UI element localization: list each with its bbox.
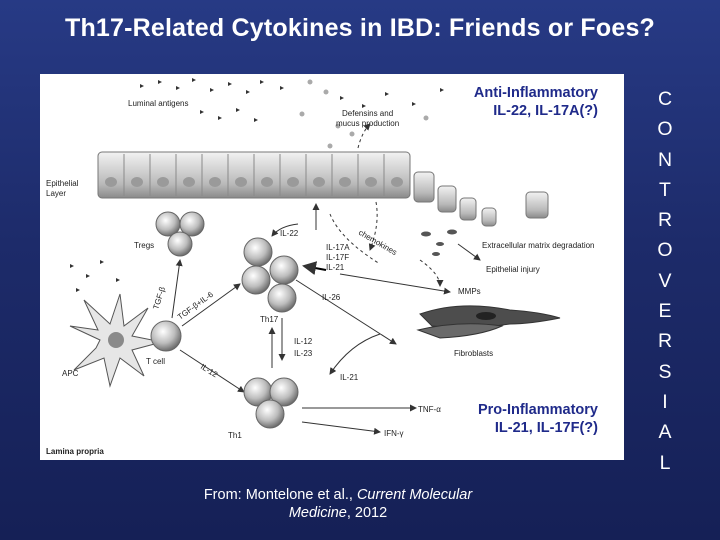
label-ecm-degradation: Extracellular matrix degradation xyxy=(482,241,595,250)
label-il22: IL-22 xyxy=(280,229,299,238)
side-letter: E xyxy=(658,300,672,323)
granules xyxy=(421,229,457,256)
tregs-cells xyxy=(155,211,205,257)
label-defensins: Defensins and xyxy=(342,109,393,118)
slide-title: Th17-Related Cytokines in IBD: Friends o… xyxy=(64,14,656,42)
anti-inflammatory-cytokines: IL-22, IL-17A(?) xyxy=(493,103,598,119)
label-apc: APC xyxy=(62,369,79,378)
label-epithelial-injury: Epithelial injury xyxy=(486,265,540,274)
label-th1: Th1 xyxy=(228,431,242,440)
label-tcell: T cell xyxy=(146,357,165,366)
ecm-arrow xyxy=(457,243,481,261)
luminal-antigen-dots xyxy=(140,78,444,149)
label-tnf: TNF-α xyxy=(418,405,441,414)
label-il21-top: IL-21 xyxy=(326,263,345,272)
controversial-vertical-text: C O N T R O V E R S I A L xyxy=(650,84,680,478)
label-mucus: mucus production xyxy=(336,119,399,128)
label-layer: Layer xyxy=(46,189,66,198)
label-fibroblasts: Fibroblasts xyxy=(454,349,493,358)
label-il21-bottom: IL-21 xyxy=(340,373,359,382)
tcell xyxy=(150,320,182,352)
side-letter: T xyxy=(659,178,671,201)
pro-inflammatory-callout: Pro-Inflammatory IL-21, IL-17F(?) xyxy=(478,401,598,437)
fibroblasts xyxy=(416,305,561,339)
bold-arrow xyxy=(302,261,327,276)
th1-arrows xyxy=(301,404,417,435)
label-tregs: Tregs xyxy=(134,241,154,250)
pro-inflammatory-cytokines: IL-21, IL-17F(?) xyxy=(494,420,598,436)
th1-cells xyxy=(243,377,299,429)
label-chemokines: chemokines xyxy=(357,228,398,257)
label-th17: Th17 xyxy=(260,315,279,324)
label-lamina-propria: Lamina propria xyxy=(46,447,104,456)
side-letter: L xyxy=(659,451,671,474)
label-il17a: IL-17A xyxy=(326,243,350,252)
th17-cells xyxy=(241,237,299,313)
side-letter: R xyxy=(657,330,673,353)
antigen-dots-lamina xyxy=(70,260,120,292)
anti-inflammatory-heading: Anti-Inflammatory xyxy=(473,85,598,101)
anti-inflammatory-callout: Anti-Inflammatory IL-22, IL-17A(?) xyxy=(474,84,598,120)
label-il17f: IL-17F xyxy=(326,253,349,262)
citation-journal: Current Molecular Medicine xyxy=(288,487,473,521)
side-letter: A xyxy=(658,421,672,444)
side-letter: O xyxy=(657,118,673,141)
side-letter: N xyxy=(657,148,673,171)
side-letter: V xyxy=(658,269,672,292)
side-letter: I xyxy=(662,390,668,413)
label-il12: IL-12 xyxy=(294,337,313,346)
side-letter: R xyxy=(657,209,673,232)
label-epithelial: Epithelial xyxy=(46,179,79,188)
citation-prefix: From: Montelone et al., xyxy=(203,487,357,503)
pro-inflammatory-heading: Pro-Inflammatory xyxy=(477,402,598,418)
label-mmps: MMPs xyxy=(458,287,481,296)
side-letter: S xyxy=(658,360,672,383)
th17-pathway-diagram: Luminal antigens Defensins and mucus pro… xyxy=(46,78,595,456)
apc-cell xyxy=(69,293,163,388)
citation: From: Montelone et al., Current Molecula… xyxy=(200,486,476,522)
dashed-arrows xyxy=(329,123,444,287)
label-ifn: IFN-γ xyxy=(384,429,404,438)
tcell-arrows xyxy=(171,259,245,393)
label-il12-diag: IL-12 xyxy=(199,362,220,380)
side-letter: O xyxy=(657,239,673,262)
label-il23: IL-23 xyxy=(294,349,313,358)
epithelial-layer xyxy=(97,151,549,227)
label-tgfb: TGF-β xyxy=(151,285,167,310)
figure-panel: Luminal antigens Defensins and mucus pro… xyxy=(40,74,624,460)
th17-arrows xyxy=(268,203,451,375)
label-il26: IL-26 xyxy=(322,293,341,302)
citation-suffix: , 2012 xyxy=(346,505,388,521)
label-luminal-antigens: Luminal antigens xyxy=(128,99,188,108)
side-letter: C xyxy=(657,88,673,110)
